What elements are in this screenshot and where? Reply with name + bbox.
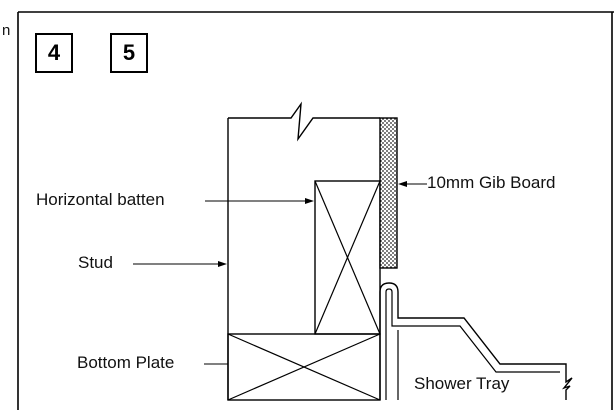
stud bbox=[228, 101, 380, 142]
shower-tray-label: Shower Tray bbox=[414, 374, 510, 393]
outer-frame bbox=[17, 11, 614, 410]
bottom-plate-label: Bottom Plate bbox=[77, 353, 175, 372]
step-5-badge[interactable]: 5 bbox=[110, 33, 148, 73]
horizontal-batten bbox=[314, 180, 381, 335]
gib-board bbox=[379, 117, 398, 269]
stud-label: Stud bbox=[78, 253, 113, 272]
horizontal-batten-label: Horizontal batten bbox=[36, 190, 165, 209]
shower-tray bbox=[379, 282, 573, 400]
cropped-text-fragment: n bbox=[2, 22, 11, 39]
shower-tray-inner bbox=[385, 288, 560, 400]
step-4-badge[interactable]: 4 bbox=[35, 33, 73, 73]
bottom-plate bbox=[227, 333, 381, 401]
leader-lines bbox=[133, 181, 427, 365]
gib-board-label: 10mm Gib Board bbox=[427, 173, 556, 192]
